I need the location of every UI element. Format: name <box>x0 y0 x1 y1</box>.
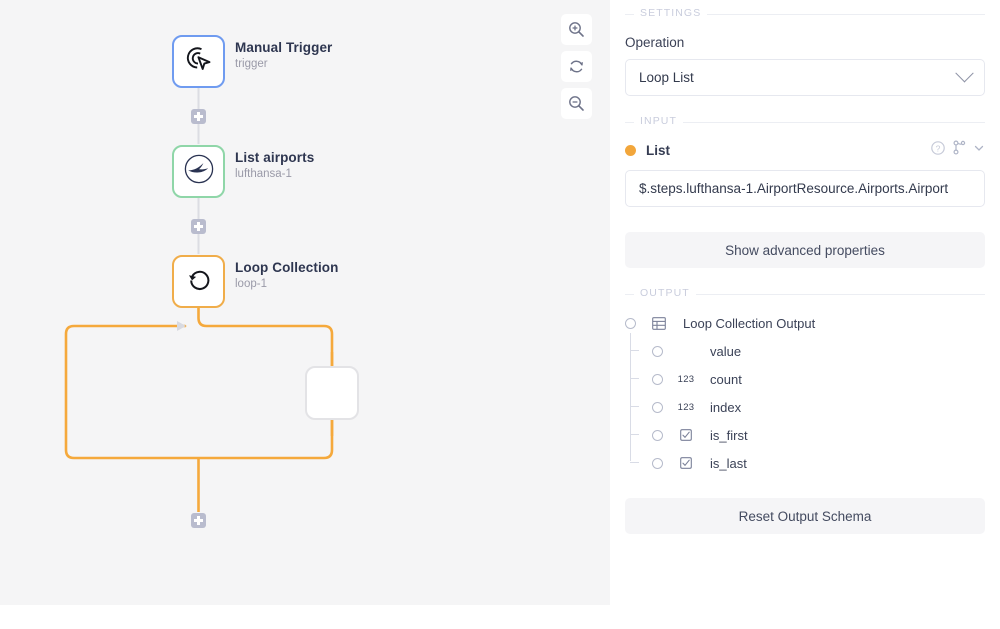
canvas-edges <box>64 88 334 512</box>
help-icon[interactable]: ? <box>931 140 945 160</box>
reset-zoom-button[interactable] <box>561 51 592 82</box>
schema-row-count[interactable]: 123 count <box>625 365 985 393</box>
select-radio-icon[interactable] <box>652 401 663 413</box>
boolean-checkbox-icon <box>673 457 699 469</box>
node-subtitle: loop-1 <box>235 278 267 290</box>
select-radio-icon[interactable] <box>652 457 663 469</box>
show-advanced-properties-button[interactable]: Show advanced properties <box>625 232 985 268</box>
schema-label: Loop Collection Output <box>683 315 816 331</box>
workflow-canvas[interactable]: Manual Trigger trigger List airports luf… <box>0 0 610 605</box>
node-label-manual-trigger: Manual Trigger trigger <box>235 40 332 72</box>
node-title: Loop Collection <box>235 260 339 275</box>
schema-label: index <box>710 399 742 415</box>
loop-arrow-icon <box>184 264 214 299</box>
schema-label: count <box>710 371 742 387</box>
add-step-after-loop[interactable] <box>191 513 206 528</box>
properties-panel: SETTINGS Operation Loop List INPUT List … <box>610 0 1000 629</box>
number-type-icon: 123 <box>677 373 695 385</box>
input-type-dot-icon <box>625 144 636 156</box>
output-legend: OUTPUT <box>634 287 696 299</box>
node-list-airports[interactable] <box>172 145 225 198</box>
schema-row-is-last[interactable]: is_last <box>625 449 985 477</box>
settings-section: SETTINGS <box>625 7 985 19</box>
output-section: OUTPUT <box>625 287 985 299</box>
node-empty-slot[interactable] <box>305 366 359 420</box>
output-schema-tree: Loop Collection Output value 123 count 1… <box>625 309 985 477</box>
reset-output-schema-button[interactable]: Reset Output Schema <box>625 498 985 534</box>
schema-label: value <box>710 343 742 359</box>
lufthansa-crane-icon <box>182 152 216 191</box>
input-field-name: List <box>646 142 671 158</box>
select-radio-icon[interactable] <box>625 317 636 329</box>
list-expression-value: $.steps.lufthansa-1.AirportResource.Airp… <box>639 181 949 196</box>
node-label-list-airports: List airports lufthansa-1 <box>235 150 314 182</box>
operation-select-value: Loop List <box>639 70 694 85</box>
branch-mapping-icon[interactable] <box>952 140 966 160</box>
schema-label: is_last <box>710 455 747 471</box>
select-radio-icon[interactable] <box>652 345 663 357</box>
input-section: INPUT <box>625 115 985 127</box>
number-type-icon: 123 <box>677 401 695 413</box>
add-step-after-list-airports[interactable] <box>191 219 206 234</box>
schema-label: is_first <box>710 427 748 443</box>
schema-row-root[interactable]: Loop Collection Output <box>625 309 985 337</box>
zoom-in-button[interactable] <box>561 14 592 45</box>
input-row-icons: ? <box>931 140 985 160</box>
select-radio-icon[interactable] <box>652 429 663 441</box>
tree-spine <box>630 333 631 461</box>
operation-select[interactable]: Loop List <box>625 59 985 96</box>
schema-row-is-first[interactable]: is_first <box>625 421 985 449</box>
chevron-down-icon <box>955 64 974 83</box>
select-radio-icon[interactable] <box>652 373 663 385</box>
node-loop-collection[interactable] <box>172 255 225 308</box>
node-title: List airports <box>235 150 315 165</box>
node-subtitle: lufthansa-1 <box>235 168 292 180</box>
click-target-icon <box>184 44 214 79</box>
input-list-row: List ? <box>625 140 985 160</box>
table-icon <box>646 316 672 330</box>
node-subtitle: trigger <box>235 58 268 70</box>
node-label-loop-collection: Loop Collection loop-1 <box>235 260 339 292</box>
boolean-checkbox-icon <box>673 429 699 441</box>
schema-row-value[interactable]: value <box>625 337 985 365</box>
add-step-after-trigger[interactable] <box>191 109 206 124</box>
schema-row-index[interactable]: 123 index <box>625 393 985 421</box>
operation-label: Operation <box>625 35 685 50</box>
input-legend: INPUT <box>634 115 683 127</box>
node-manual-trigger[interactable] <box>172 35 225 88</box>
canvas-toolbar <box>561 14 592 119</box>
zoom-out-button[interactable] <box>561 88 592 119</box>
chevron-down-icon[interactable] <box>973 141 985 159</box>
settings-legend: SETTINGS <box>634 7 708 19</box>
list-expression-input[interactable]: $.steps.lufthansa-1.AirportResource.Airp… <box>625 170 985 207</box>
svg-text:?: ? <box>936 143 941 153</box>
node-title: Manual Trigger <box>235 40 333 55</box>
